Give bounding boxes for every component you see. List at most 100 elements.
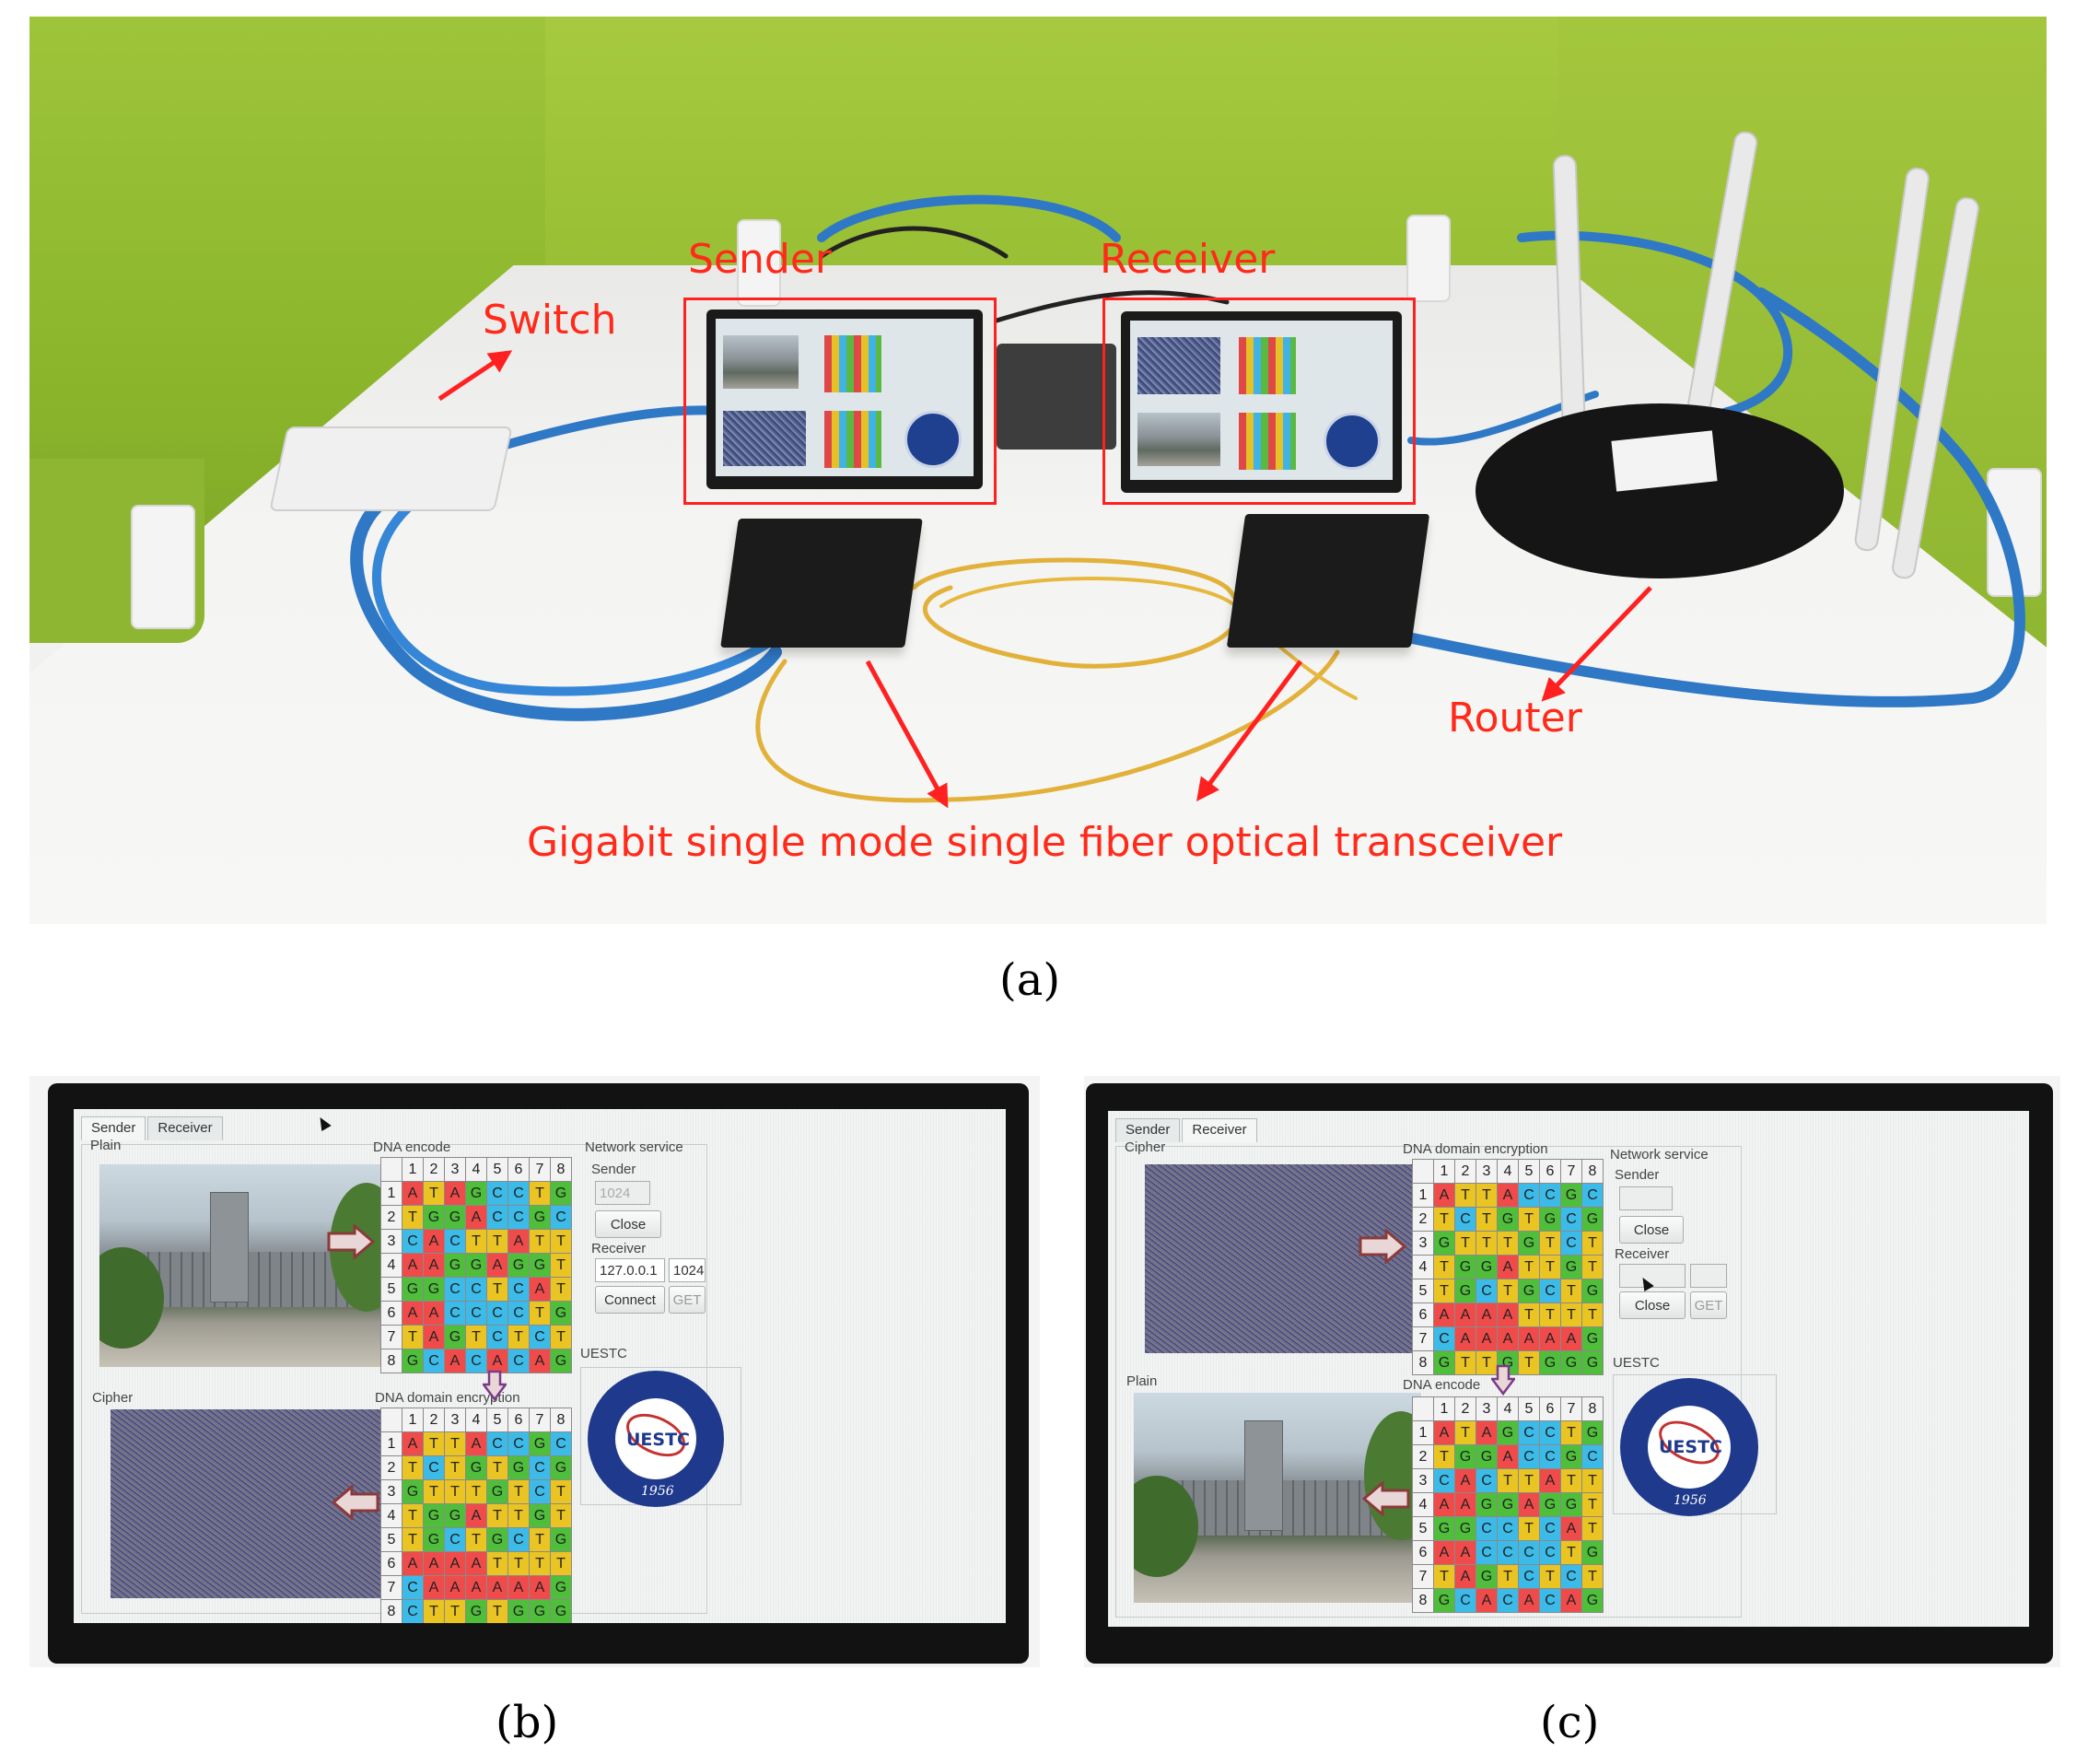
grid-nucleotide-cell: C bbox=[1539, 1540, 1561, 1565]
receiver-section-label: Receiver bbox=[591, 1241, 647, 1256]
grid-column-header: 6 bbox=[507, 1157, 530, 1182]
grid-column-header: 6 bbox=[1539, 1159, 1561, 1184]
grid-nucleotide-cell: C bbox=[402, 1575, 424, 1600]
grid-row-header: 5 bbox=[380, 1277, 402, 1302]
get-button[interactable]: GET bbox=[669, 1286, 706, 1314]
grid-nucleotide-cell: A bbox=[1497, 1444, 1519, 1469]
tab-receiver[interactable]: Receiver bbox=[1182, 1118, 1257, 1142]
grid-nucleotide-cell: G bbox=[529, 1503, 551, 1528]
sender-port-input[interactable]: 1024 bbox=[595, 1181, 650, 1205]
grid-nucleotide-cell: T bbox=[1454, 1183, 1476, 1208]
grid-nucleotide-cell: A bbox=[529, 1277, 551, 1302]
router-arrow bbox=[1541, 586, 1652, 702]
grid-column-header: 3 bbox=[1476, 1159, 1498, 1184]
grid-column-header: 1 bbox=[1433, 1396, 1455, 1421]
grid-row-header: 5 bbox=[380, 1527, 402, 1552]
logo-wordmark: UESTC bbox=[1659, 1437, 1722, 1457]
sender-close-button[interactable]: Close bbox=[1619, 1216, 1684, 1244]
grid-nucleotide-cell: T bbox=[1539, 1564, 1561, 1589]
lab-setup-photo: Sender Receiver Switch Router Gigabit si… bbox=[29, 17, 2047, 924]
grid-nucleotide-cell: G bbox=[550, 1599, 572, 1623]
logo-inner-disc bbox=[1648, 1406, 1731, 1489]
grid-column-header: 3 bbox=[1476, 1396, 1498, 1421]
receiver-ip-input[interactable]: 127.0.0.1 bbox=[595, 1258, 665, 1282]
ethernet-cable bbox=[1517, 230, 1793, 417]
grid-corner-cell bbox=[380, 1408, 402, 1432]
grid-nucleotide-cell: G bbox=[1539, 1207, 1561, 1232]
receiver-port-input[interactable]: 1024 bbox=[669, 1258, 706, 1282]
get-button[interactable]: GET bbox=[1690, 1291, 1727, 1319]
connect-button[interactable]: Connect bbox=[595, 1286, 665, 1314]
grid-column-header: 2 bbox=[1454, 1396, 1476, 1421]
grid-nucleotide-cell: C bbox=[1497, 1540, 1519, 1565]
receiver-close-button[interactable]: Close bbox=[1619, 1291, 1686, 1319]
grid-nucleotide-cell: T bbox=[1454, 1420, 1476, 1445]
transceiver-arrow-left bbox=[865, 660, 949, 809]
grid-nucleotide-cell: C bbox=[1518, 1540, 1540, 1565]
grid-nucleotide-cell: G bbox=[402, 1349, 424, 1373]
receiver-ip-input[interactable] bbox=[1619, 1264, 1686, 1288]
grid-column-header: 1 bbox=[402, 1157, 424, 1182]
grid-nucleotide-cell: A bbox=[465, 1431, 487, 1456]
fiber-cable bbox=[911, 557, 1242, 669]
tab-sender[interactable]: Sender bbox=[81, 1116, 146, 1140]
grid-nucleotide-cell: C bbox=[1476, 1516, 1498, 1541]
tab-receiver[interactable]: Receiver bbox=[147, 1116, 223, 1140]
grid-nucleotide-cell: G bbox=[529, 1431, 551, 1456]
sender-port-input[interactable] bbox=[1619, 1186, 1673, 1210]
partition-bracket bbox=[131, 505, 195, 629]
grid-nucleotide-cell: T bbox=[465, 1325, 487, 1349]
grid-row-header: 1 bbox=[380, 1431, 402, 1456]
grid-nucleotide-cell: A bbox=[1476, 1588, 1498, 1613]
grid-nucleotide-cell: G bbox=[529, 1599, 551, 1623]
dna-encryption-title: DNA domain encryption bbox=[375, 1390, 520, 1406]
grid-column-header: 7 bbox=[529, 1408, 551, 1432]
grid-nucleotide-cell: A bbox=[1433, 1183, 1455, 1208]
grid-nucleotide-cell: G bbox=[1454, 1279, 1476, 1303]
tab-sender[interactable]: Sender bbox=[1115, 1118, 1181, 1142]
grid-row-header: 2 bbox=[1412, 1207, 1434, 1232]
grid-nucleotide-cell: T bbox=[507, 1325, 530, 1349]
grid-nucleotide-cell: C bbox=[507, 1181, 530, 1206]
grid-nucleotide-cell: T bbox=[1560, 1303, 1582, 1327]
grid-nucleotide-cell: G bbox=[444, 1325, 466, 1349]
grid-nucleotide-cell: C bbox=[1497, 1588, 1519, 1613]
grid-nucleotide-cell: T bbox=[1518, 1516, 1540, 1541]
grid-row-header: 3 bbox=[1412, 1231, 1434, 1256]
grid-nucleotide-cell: T bbox=[1433, 1255, 1455, 1279]
grid-nucleotide-cell: C bbox=[486, 1205, 508, 1230]
grid-nucleotide-cell: G bbox=[507, 1599, 530, 1623]
sender-port-value: 1024 bbox=[600, 1185, 631, 1201]
grid-nucleotide-cell: G bbox=[529, 1205, 551, 1230]
receiver-gui-photo: Sender Receiver Cipher Plain DNA domain … bbox=[1084, 1076, 2060, 1667]
grid-nucleotide-cell: T bbox=[550, 1503, 572, 1528]
grid-nucleotide-cell: C bbox=[507, 1431, 530, 1456]
grid-nucleotide-cell: T bbox=[402, 1205, 424, 1230]
grid-nucleotide-cell: A bbox=[1454, 1540, 1476, 1565]
grid-nucleotide-cell: C bbox=[1539, 1588, 1561, 1613]
sender-label: Sender bbox=[688, 236, 832, 283]
grid-nucleotide-cell: G bbox=[423, 1527, 445, 1552]
grid-nucleotide-cell: G bbox=[1497, 1420, 1519, 1445]
grid-nucleotide-cell: C bbox=[507, 1277, 530, 1302]
grid-nucleotide-cell: T bbox=[1476, 1350, 1498, 1375]
plain-label: Plain bbox=[90, 1138, 122, 1153]
receiver-label: Receiver bbox=[1100, 236, 1276, 283]
grid-nucleotide-cell: C bbox=[1476, 1279, 1498, 1303]
grid-nucleotide-cell: T bbox=[402, 1325, 424, 1349]
power-cable bbox=[819, 226, 1009, 259]
sender-close-button[interactable]: Close bbox=[595, 1210, 661, 1238]
grid-nucleotide-cell: C bbox=[1433, 1326, 1455, 1351]
grid-nucleotide-cell: T bbox=[529, 1551, 551, 1576]
grid-row-header: 4 bbox=[1412, 1492, 1434, 1517]
grid-column-header: 1 bbox=[402, 1408, 424, 1432]
grid-nucleotide-cell: T bbox=[423, 1181, 445, 1206]
receiver-port-input[interactable] bbox=[1690, 1264, 1727, 1288]
logo-wordmark: UESTC bbox=[626, 1430, 690, 1450]
grid-nucleotide-cell: C bbox=[486, 1325, 508, 1349]
